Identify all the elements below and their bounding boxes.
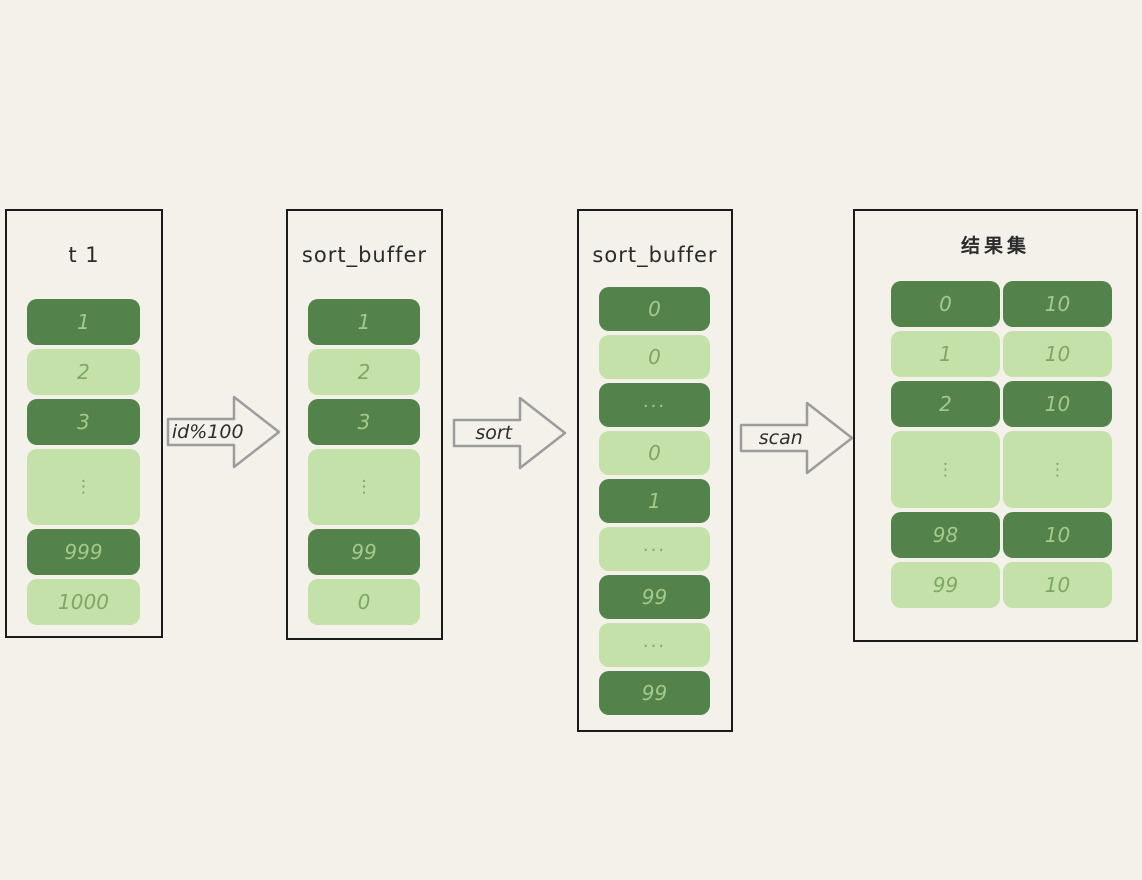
ellipsis-cell: ⋮ — [27, 449, 140, 525]
table-cell: 2 — [308, 349, 420, 395]
cell-column: 1 2 3 ⋮ 99 0 — [308, 299, 420, 625]
result-cell-id: 0 — [891, 281, 1000, 327]
flow-arrow-id-mod-100: id%100 — [166, 392, 282, 472]
result-cell-value: 10 — [1003, 381, 1112, 427]
table-cell: 1000 — [27, 579, 140, 625]
table-cell: 99 — [599, 671, 710, 715]
cell-column: 1 2 3 ⋮ 999 1000 — [27, 299, 140, 625]
result-set-box: 结果集 0 10 1 10 2 10 ⋮ ⋮ 98 10 9 — [853, 209, 1138, 642]
result-cell-value: 10 — [1003, 512, 1112, 558]
arrow-label: sort — [475, 422, 513, 444]
result-cell-id: 1 — [891, 331, 1000, 377]
result-rows: 0 10 1 10 2 10 ⋮ ⋮ 98 10 99 10 — [891, 281, 1112, 608]
table-title-t1: t 1 — [68, 243, 100, 267]
table-cell: 2 — [27, 349, 140, 395]
block-arrow-icon — [739, 401, 854, 475]
result-cell-id: 2 — [891, 381, 1000, 427]
ellipsis-cell: ... — [599, 383, 710, 427]
table-cell: 3 — [27, 399, 140, 445]
ellipsis-cell: ... — [599, 527, 710, 571]
table-cell: 0 — [599, 287, 710, 331]
ellipsis-cell: ⋮ — [308, 449, 420, 525]
arrow-label: id%100 — [171, 421, 244, 443]
table-cell: 99 — [599, 575, 710, 619]
sort-buffer-box-sorted: sort_buffer 0 0 ... 0 1 ... 99 ... 99 — [577, 209, 733, 732]
ellipsis-cell: ⋮ — [891, 431, 1000, 508]
sort-buffer-title: sort_buffer — [301, 243, 428, 267]
result-cell-id: 99 — [891, 562, 1000, 608]
sort-buffer-box-unsorted: sort_buffer 1 2 3 ⋮ 99 0 — [286, 209, 443, 640]
result-row: 0 10 — [891, 281, 1112, 327]
table-cell: 0 — [308, 579, 420, 625]
table-cell: 0 — [599, 431, 710, 475]
table-cell: 1 — [599, 479, 710, 523]
table-cell: 3 — [308, 399, 420, 445]
ellipsis-cell: ... — [599, 623, 710, 667]
result-cell-value: 10 — [1003, 281, 1112, 327]
arrow-label: scan — [758, 427, 803, 449]
table-box-t1: t 1 1 2 3 ⋮ 999 1000 — [5, 209, 163, 638]
result-cell-value: 10 — [1003, 562, 1112, 608]
result-cell-id: 98 — [891, 512, 1000, 558]
result-set-title: 结果集 — [960, 235, 1030, 257]
result-cell-value: 10 — [1003, 331, 1112, 377]
result-row: 2 10 — [891, 381, 1112, 427]
table-cell: 99 — [308, 529, 420, 575]
result-row: 99 10 — [891, 562, 1112, 608]
result-row: 98 10 — [891, 512, 1112, 558]
sort-buffer-title: sort_buffer — [592, 243, 718, 267]
table-cell: 1 — [27, 299, 140, 345]
block-arrow-icon — [452, 396, 567, 470]
block-arrow-icon — [166, 395, 281, 469]
flow-arrow-sort: sort — [452, 393, 568, 473]
cell-column: 0 0 ... 0 1 ... 99 ... 99 — [599, 287, 710, 715]
table-cell: 0 — [599, 335, 710, 379]
table-cell: 999 — [27, 529, 140, 575]
result-row: ⋮ ⋮ — [891, 431, 1112, 508]
table-cell: 1 — [308, 299, 420, 345]
flow-arrow-scan: scan — [739, 398, 855, 478]
ellipsis-cell: ⋮ — [1003, 431, 1112, 508]
result-row: 1 10 — [891, 331, 1112, 377]
